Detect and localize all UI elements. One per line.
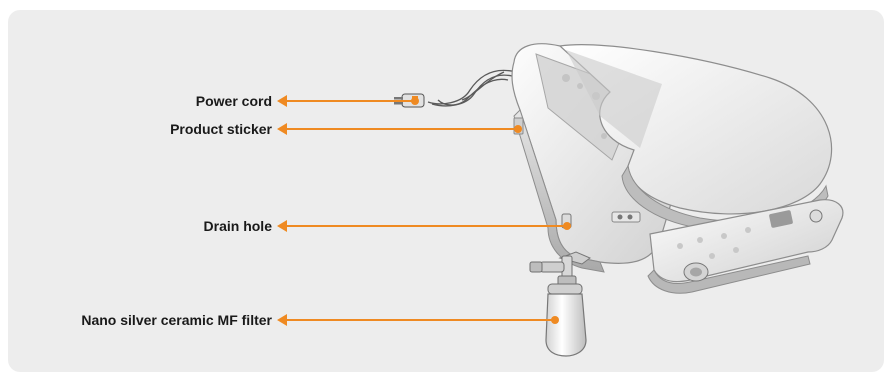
callout-label-product-sticker: Product sticker [170, 121, 272, 137]
arrowhead-icon [277, 95, 287, 107]
callout-arrow-filter [277, 314, 559, 326]
callout-arrow-product-sticker [277, 123, 522, 135]
arrowhead-icon [277, 123, 287, 135]
callout-arrow-drain-hole [277, 220, 571, 232]
arrowhead-icon [277, 314, 287, 326]
power-cord-coil [427, 69, 517, 107]
callout-arrow-power-cord [277, 95, 419, 107]
control-arm [649, 199, 844, 283]
arrowhead-icon [277, 220, 287, 232]
callout-label-filter: Nano silver ceramic MF filter [81, 312, 272, 328]
callout-label-drain-hole: Drain hole [203, 218, 272, 234]
filter-assembly [529, 251, 591, 357]
mf-filter-cartridge [545, 293, 587, 357]
callout-label-power-cord: Power cord [195, 93, 272, 109]
